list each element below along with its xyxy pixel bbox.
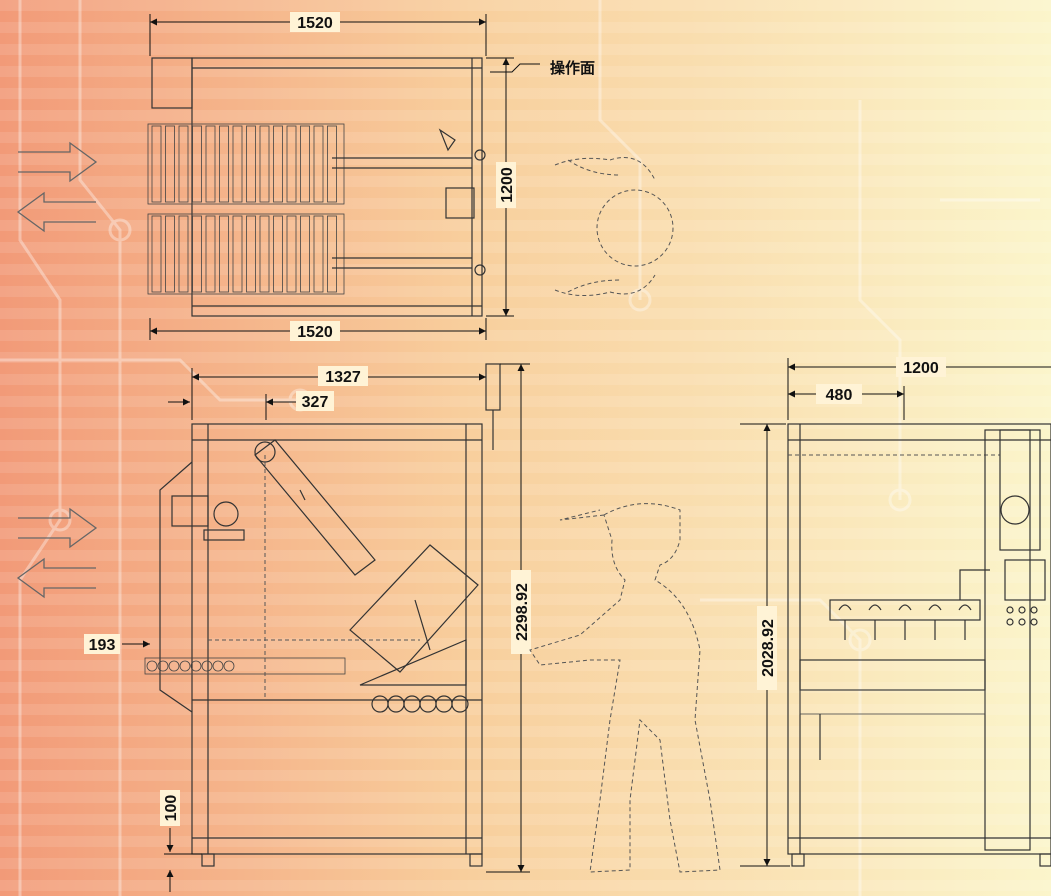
roller-end	[179, 660, 191, 672]
bottle-circle	[387, 695, 405, 713]
roller-lower	[259, 215, 270, 293]
top-view: 操作面 1520 1520 1200	[147, 12, 674, 341]
gripper-nozzle	[868, 604, 882, 640]
roller-lower	[192, 215, 202, 293]
operation-side-label: 操作面	[550, 59, 595, 77]
roller-upper	[219, 125, 229, 203]
roller-lower	[151, 215, 162, 293]
bottle-circle	[371, 695, 389, 713]
dim-side-height: 2028.92	[760, 619, 777, 677]
roller-end	[146, 660, 158, 672]
dim-top-depth: 1200	[499, 167, 516, 203]
dim-top-width-upper: 1520	[297, 15, 333, 32]
gripper-nozzle	[898, 604, 912, 640]
dim-top-width-lower: 1520	[297, 324, 333, 341]
roller-lower	[300, 215, 310, 293]
bottle-circle	[435, 695, 453, 713]
roller-lower	[178, 215, 189, 293]
dim-side-width: 1200	[903, 360, 939, 377]
dim-front-foot-height: 100	[163, 795, 180, 822]
roller-upper	[246, 125, 256, 203]
roller-lower	[286, 215, 297, 293]
roller-upper	[165, 125, 175, 203]
roller-upper	[327, 125, 337, 203]
roller-lower	[219, 215, 229, 293]
roller-lower	[327, 215, 337, 293]
roller-upper	[205, 125, 216, 203]
dim-front-height: 2298.92	[514, 583, 531, 641]
roller-upper	[286, 125, 297, 203]
roller-upper	[300, 125, 310, 203]
roller-end	[223, 660, 235, 672]
roller-end	[168, 660, 180, 672]
dim-front-offset: 327	[302, 394, 329, 411]
bottle-circle	[451, 695, 469, 713]
roller-lower	[313, 215, 324, 293]
roller-upper	[232, 125, 243, 203]
bottle-circle	[419, 695, 437, 713]
flow-arrows-front	[16, 507, 98, 599]
roller-lower	[165, 215, 175, 293]
gripper-nozzle	[838, 604, 852, 640]
gripper-nozzle	[958, 604, 972, 640]
roller-upper	[313, 125, 324, 203]
side-view: 1200 480 2028.92	[740, 357, 1051, 867]
roller-end	[212, 660, 224, 672]
bottle-circle	[403, 695, 421, 713]
dim-side-offset: 480	[826, 387, 853, 404]
roller-end	[201, 660, 213, 672]
gripper-nozzle	[928, 604, 942, 640]
roller-end	[190, 660, 202, 672]
flow-arrows-top	[16, 141, 98, 233]
roller-upper	[273, 125, 283, 203]
dim-front-left-offset: 193	[89, 637, 116, 654]
roller-upper	[259, 125, 270, 203]
roller-lower	[232, 215, 243, 293]
roller-lower	[273, 215, 283, 293]
roller-upper	[151, 125, 162, 203]
roller-lower	[246, 215, 256, 293]
roller-end	[157, 660, 169, 672]
roller-upper	[178, 125, 189, 203]
roller-upper	[192, 125, 202, 203]
operator-figure	[529, 503, 721, 873]
dim-front-width: 1327	[325, 369, 361, 386]
front-view: 1327 327 193 100 2298.92	[84, 363, 531, 892]
roller-lower	[205, 215, 216, 293]
